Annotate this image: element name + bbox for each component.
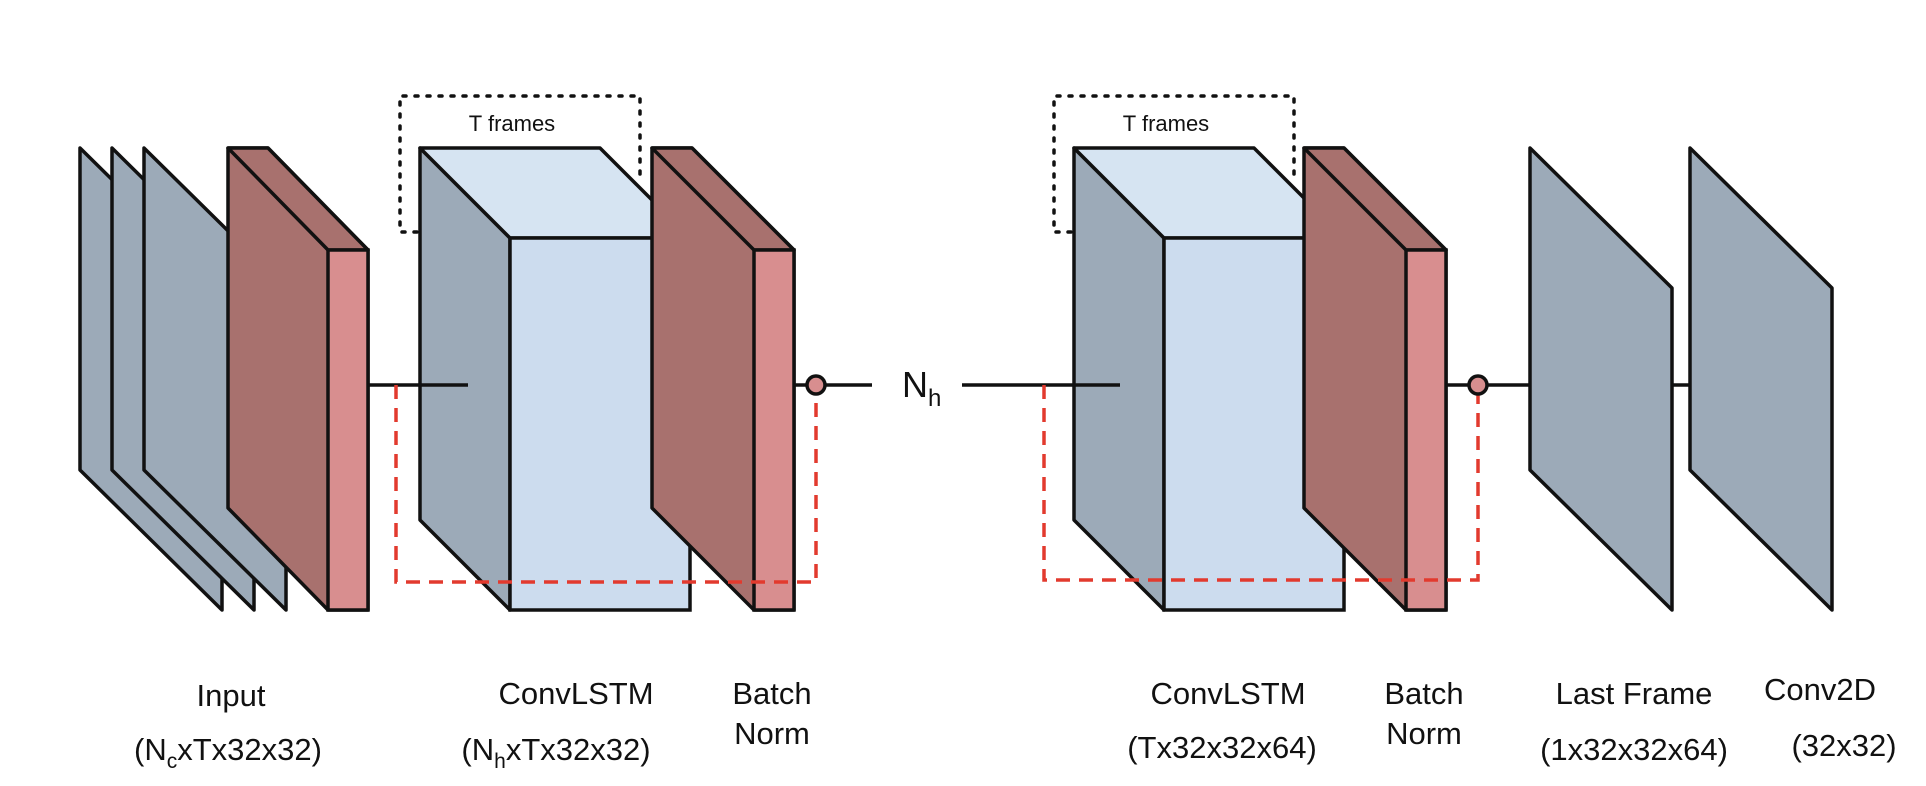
input-label: Input bbox=[197, 678, 266, 713]
residual-add-node-2 bbox=[1467, 374, 1489, 396]
convlstm-1-block: T frames bbox=[398, 94, 692, 612]
skip-connection-1 bbox=[394, 385, 818, 584]
batchnorm-1-label-line2: Norm bbox=[734, 716, 810, 751]
skip-connection-2 bbox=[1042, 385, 1480, 582]
input-conv-front bbox=[326, 248, 370, 612]
batchnorm-2-label-line2: Norm bbox=[1386, 716, 1462, 751]
batchnorm-2-front bbox=[1404, 248, 1448, 612]
convlstm-2-loop-label: T frames bbox=[1123, 111, 1209, 136]
conv2d-dims-label: (32x32) bbox=[1791, 728, 1896, 763]
convlstm-2-label: ConvLSTM bbox=[1150, 676, 1305, 711]
convlstm-2-dims-label: (Tx32x32x64) bbox=[1127, 730, 1317, 765]
batchnorm-1-block bbox=[650, 146, 796, 612]
hidden-size-label: Nh bbox=[902, 364, 941, 412]
input-conv-layer bbox=[226, 146, 370, 612]
batchnorm-2-block bbox=[1302, 146, 1448, 612]
residual-add-node-1 bbox=[805, 374, 827, 396]
conv2d-label: Conv2D bbox=[1764, 672, 1876, 707]
convlstm-1-label: ConvLSTM bbox=[498, 676, 653, 711]
batchnorm-1-label-line1: Batch bbox=[732, 676, 811, 711]
convlstm-1-dims-label: (NhxTx32x32) bbox=[461, 732, 650, 773]
last-frame-label: Last Frame bbox=[1556, 676, 1713, 711]
batchnorm-1-front bbox=[752, 248, 796, 612]
input-dims-label: (NcxTx32x32) bbox=[134, 732, 322, 773]
batchnorm-2-label-line1: Batch bbox=[1384, 676, 1463, 711]
convlstm-1-loop-label: T frames bbox=[469, 111, 555, 136]
last-frame-dims-label: (1x32x32x64) bbox=[1540, 732, 1728, 767]
convlstm-2-block: T frames bbox=[1052, 94, 1346, 612]
last-frame-plane bbox=[1528, 146, 1674, 612]
conv2d-plane bbox=[1688, 146, 1834, 612]
